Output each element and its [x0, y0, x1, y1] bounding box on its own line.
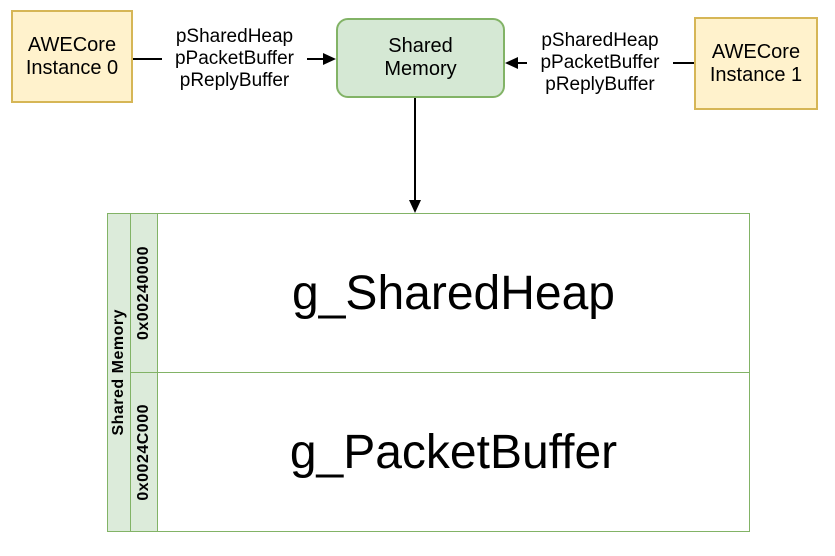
edge-awecore1-label: pSharedHeap pPacketBuffer pReplyBuffer [527, 30, 673, 96]
node-shared-memory-label: Shared Memory [384, 35, 457, 80]
node-awecore-instance-0-label: AWECore Instance 0 [25, 33, 119, 79]
node-awecore-instance-0: AWECore Instance 0 [11, 10, 133, 103]
node-shared-memory: Shared Memory [336, 18, 505, 98]
table-side-column: Shared Memory [108, 214, 131, 531]
arrowhead-left-icon [505, 57, 518, 69]
table-main-column: g_SharedHeap g_PacketBuffer [158, 214, 749, 531]
table-cell-g-packetbuffer-label: g_PacketBuffer [289, 425, 618, 479]
table-cell-g-sharedheap-label: g_SharedHeap [292, 266, 615, 320]
table-address-0-label: 0x00240000 [135, 246, 152, 340]
table-address-cell-0: 0x00240000 [131, 214, 158, 372]
table-address-1-label: 0x0024C000 [135, 403, 152, 501]
table-row-g-sharedheap: g_SharedHeap [158, 214, 749, 372]
edge-awecore0-label: pSharedHeap pPacketBuffer pReplyBuffer [162, 26, 307, 92]
shared-memory-table: Shared Memory 0x00240000 0x0024C000 g_Sh… [107, 213, 750, 532]
arrowhead-down-icon [409, 200, 421, 213]
node-awecore-instance-1: AWECore Instance 1 [694, 17, 818, 110]
arrowhead-right-icon [323, 53, 336, 65]
node-awecore-instance-1-label: AWECore Instance 1 [709, 40, 803, 86]
table-row-g-packetbuffer: g_PacketBuffer [158, 372, 749, 531]
table-address-cell-1: 0x0024C000 [131, 372, 158, 531]
table-address-column: 0x00240000 0x0024C000 [131, 214, 158, 531]
edge-shared-memory-to-table [414, 98, 416, 201]
table-side-label: Shared Memory [110, 309, 127, 436]
